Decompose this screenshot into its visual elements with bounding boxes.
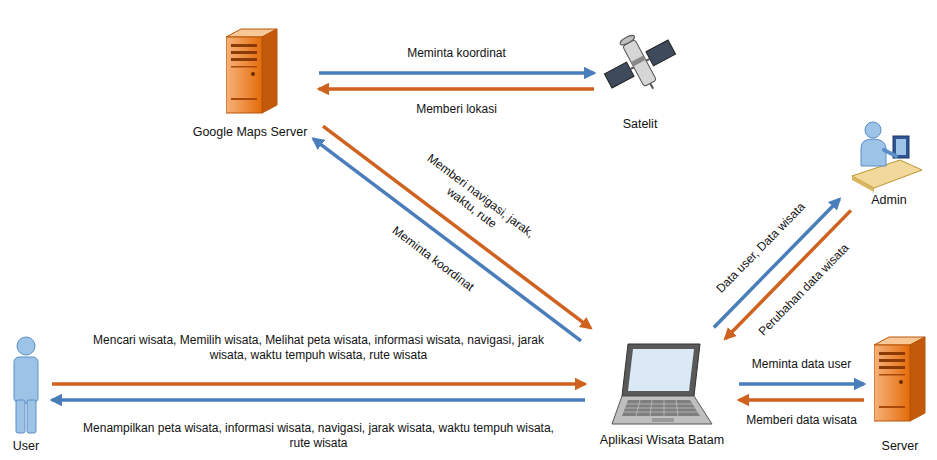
- node-label: Satelit: [621, 117, 660, 132]
- server-icon: [226, 29, 277, 113]
- admin-icon: [884, 150, 896, 156]
- laptop-icon: [623, 400, 698, 416]
- admin-icon: [861, 139, 886, 166]
- admin-icon: [865, 122, 881, 138]
- satellite-icon: [646, 40, 676, 66]
- edge-label: Mencari wisata, Memilih wisata, Melihat …: [79, 333, 559, 363]
- laptop-icon: [652, 418, 674, 422]
- satellite-icon: [623, 40, 657, 87]
- user-icon: [14, 337, 38, 433]
- server-icon: [874, 337, 925, 421]
- edge-label: Memberi lokasi: [372, 102, 542, 117]
- laptop-icon: [628, 349, 694, 391]
- connector-arrow: [313, 139, 581, 341]
- laptop-icon: [624, 408, 696, 409]
- edge-label: Memberi navigasi, jarak, waktu, rute: [407, 144, 545, 258]
- satellite-icon: [604, 62, 634, 88]
- laptop-icon: [622, 400, 700, 416]
- server-icon: [874, 337, 925, 421]
- laptop-icon: [612, 344, 712, 424]
- admin-icon: [852, 122, 922, 192]
- laptop-icon: [650, 400, 652, 416]
- satellite-node: Satelit: [598, 30, 682, 132]
- satellite-icon: [594, 21, 685, 106]
- node-label: Admin: [869, 193, 908, 208]
- satellite-icon: [619, 34, 636, 47]
- satellite-icon: [630, 67, 634, 69]
- connector-arrow: [52, 382, 585, 386]
- node-label: User: [11, 439, 41, 454]
- admin-node: Admin: [848, 112, 930, 208]
- node-label: Aplikasi Wisata Batam: [598, 433, 726, 448]
- server-icon: [226, 29, 277, 113]
- server-node: Server: [868, 330, 932, 454]
- user-icon: [27, 400, 36, 433]
- edge-label: Meminta koordinat: [372, 46, 542, 61]
- laptop-icon: [612, 396, 712, 424]
- connector-arrow: [739, 382, 864, 386]
- laptop-icon: [626, 404, 693, 405]
- node-label: Server: [880, 439, 921, 454]
- connector-arrow: [323, 126, 591, 328]
- admin-icon: [852, 176, 874, 192]
- edge-label: Menampilkan peta wisata, informasi wisat…: [79, 421, 559, 451]
- connector-arrow: [52, 398, 585, 402]
- server-node: Google Maps Server: [185, 22, 315, 140]
- laptop-icon: [623, 412, 698, 413]
- user-icon: [16, 400, 25, 433]
- edge-label: Meminta data user: [738, 357, 866, 372]
- edge-label: Memberi data wisata: [738, 413, 866, 428]
- connector-arrow: [739, 398, 864, 402]
- user-icon: [17, 337, 35, 355]
- satellite-icon: [650, 83, 653, 88]
- laptop-icon: [636, 400, 640, 416]
- application-node: Aplikasi Wisata Batam: [589, 336, 735, 448]
- node-label: Google Maps Server: [191, 125, 310, 140]
- laptop-icon: [676, 400, 678, 416]
- admin-icon: [896, 139, 906, 155]
- satellite-icon: [646, 59, 650, 61]
- satellite-icon: [631, 55, 646, 66]
- connector-arrow: [319, 71, 594, 75]
- laptop-icon: [622, 344, 700, 396]
- edge-label: Meminta koordinat: [368, 208, 497, 310]
- connector-arrow: [319, 87, 594, 91]
- laptop-icon: [664, 400, 665, 416]
- user-icon: [14, 357, 38, 403]
- user-node: User: [4, 330, 48, 454]
